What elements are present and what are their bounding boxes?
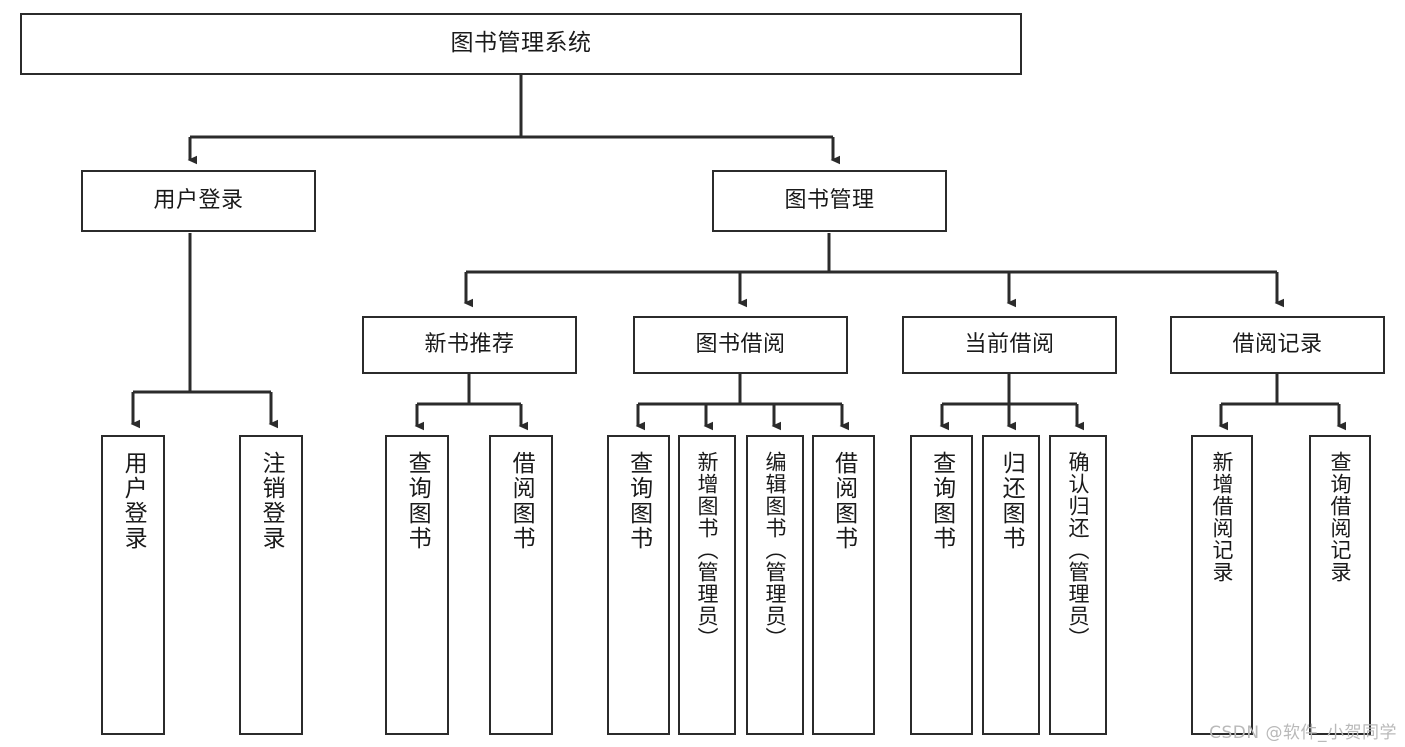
leaf-user-login[interactable]: 用户登录: [101, 435, 165, 735]
leaf-edit-book-admin[interactable]: 编辑图书（管理员）: [746, 435, 804, 735]
node-user-login[interactable]: 用户登录: [81, 170, 316, 232]
node-label: 用户登录: [153, 188, 244, 214]
node-label: 借阅图书: [508, 451, 535, 551]
leaf-query-book-current[interactable]: 查询图书: [910, 435, 973, 735]
leaf-query-borrow-record[interactable]: 查询借阅记录: [1309, 435, 1371, 735]
node-borrow-record[interactable]: 借阅记录: [1170, 316, 1385, 374]
leaf-query-book-borrow[interactable]: 查询图书: [607, 435, 670, 735]
node-label: 新书推荐: [424, 332, 515, 358]
node-label: 借阅记录: [1232, 332, 1323, 358]
node-label: 借阅图书: [830, 451, 857, 551]
leaf-add-borrow-record[interactable]: 新增借阅记录: [1191, 435, 1253, 735]
node-label: 注销登录: [258, 451, 285, 551]
node-label: 查询图书: [928, 451, 955, 551]
leaf-borrow-book-recommend[interactable]: 借阅图书: [489, 435, 553, 735]
leaf-confirm-return-admin[interactable]: 确认归还（管理员）: [1049, 435, 1107, 735]
node-label: 图书管理系统: [450, 30, 592, 57]
node-label: 查询图书: [625, 451, 652, 551]
node-label: 归还图书: [998, 451, 1025, 551]
node-label: 图书管理: [784, 188, 875, 214]
node-label: 编辑图书（管理员）: [763, 451, 788, 649]
node-book-borrow[interactable]: 图书借阅: [633, 316, 848, 374]
node-book-management[interactable]: 图书管理: [712, 170, 947, 232]
node-label: 查询图书: [404, 451, 431, 551]
node-label: 确认归还（管理员）: [1066, 451, 1091, 649]
node-label: 当前借阅: [964, 332, 1055, 358]
node-label: 图书借阅: [695, 332, 786, 358]
leaf-return-book[interactable]: 归还图书: [982, 435, 1040, 735]
watermark-text: CSDN @软件_小贺同学: [1209, 723, 1397, 743]
node-label: 查询借阅记录: [1328, 451, 1353, 583]
leaf-logout-login[interactable]: 注销登录: [239, 435, 303, 735]
leaf-borrow-book-borrow[interactable]: 借阅图书: [812, 435, 875, 735]
leaf-query-book-recommend[interactable]: 查询图书: [385, 435, 449, 735]
node-label: 用户登录: [120, 451, 147, 551]
node-new-book-recommend[interactable]: 新书推荐: [362, 316, 577, 374]
leaf-add-book-admin[interactable]: 新增图书（管理员）: [678, 435, 736, 735]
node-root-book-management-system[interactable]: 图书管理系统: [20, 13, 1022, 75]
node-label: 新增借阅记录: [1210, 451, 1235, 583]
node-current-borrow[interactable]: 当前借阅: [902, 316, 1117, 374]
node-label: 新增图书（管理员）: [695, 451, 720, 649]
